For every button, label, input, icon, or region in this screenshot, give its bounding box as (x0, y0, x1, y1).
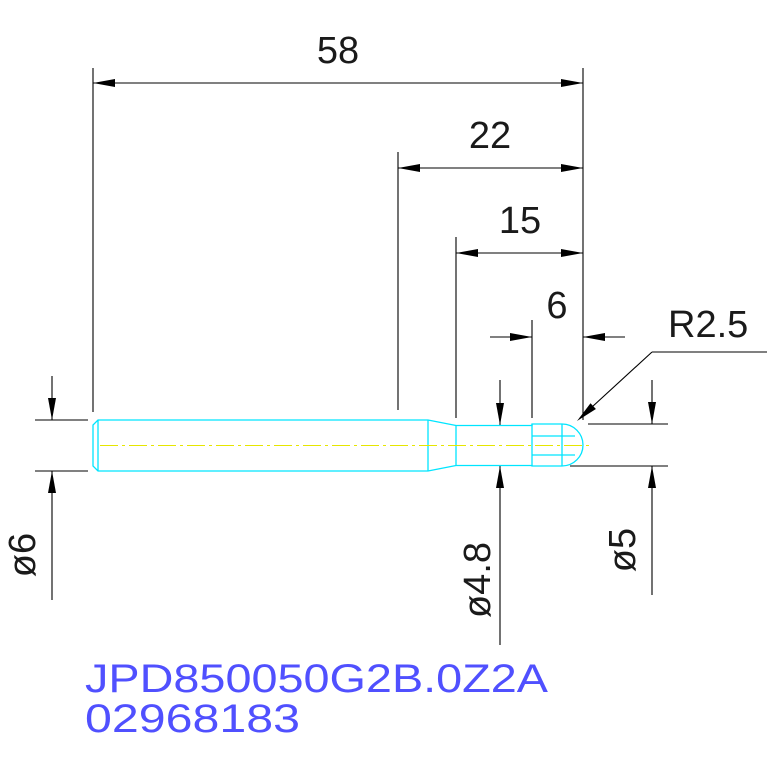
arrowhead-right (561, 79, 583, 87)
dimension-label-dia-5: ø5 (602, 528, 644, 572)
arrowhead-right (583, 333, 605, 341)
dimension-label-6: 6 (546, 285, 567, 327)
arrowhead-up (496, 466, 504, 488)
arrowhead-leader (577, 403, 596, 421)
arrowhead-right (561, 249, 583, 257)
arrowhead-left (398, 164, 420, 172)
dimension-label-dia-4-8: ø4.8 (457, 542, 499, 618)
dimension-label-15: 15 (499, 200, 541, 242)
tool-body (92, 419, 592, 472)
dimension-flute-length: 22 (397, 115, 583, 410)
arrowhead-left (510, 333, 532, 341)
arrowhead-down (648, 402, 656, 424)
dimension-cutting-length: 6 (490, 285, 625, 418)
dimension-ball-radius: R2.5 (577, 304, 767, 421)
dimension-shank-diameter: ø6 (2, 376, 88, 600)
dimension-label-22: 22 (469, 115, 511, 157)
dimension-neck-length: 15 (455, 200, 583, 418)
dimension-cutting-diameter: ø5 (570, 380, 668, 595)
arrowhead-up (48, 471, 56, 493)
dimension-neck-diameter: ø4.8 (457, 380, 517, 645)
dimension-label-58: 58 (317, 30, 359, 72)
arrowhead-left (456, 249, 478, 257)
arrowhead-right (561, 164, 583, 172)
dimension-overall-length: 58 (92, 30, 584, 420)
arrowhead-left (93, 79, 115, 87)
dimension-label-r2-5: R2.5 (668, 304, 748, 346)
dimension-label-dia-6: ø6 (2, 533, 44, 577)
part-code: JPD850050G2B.0Z2A (85, 657, 548, 701)
arrowhead-up (648, 466, 656, 488)
part-number: 02968183 (85, 697, 300, 741)
arrowhead-down (48, 398, 56, 420)
arrowhead-down (496, 403, 504, 425)
